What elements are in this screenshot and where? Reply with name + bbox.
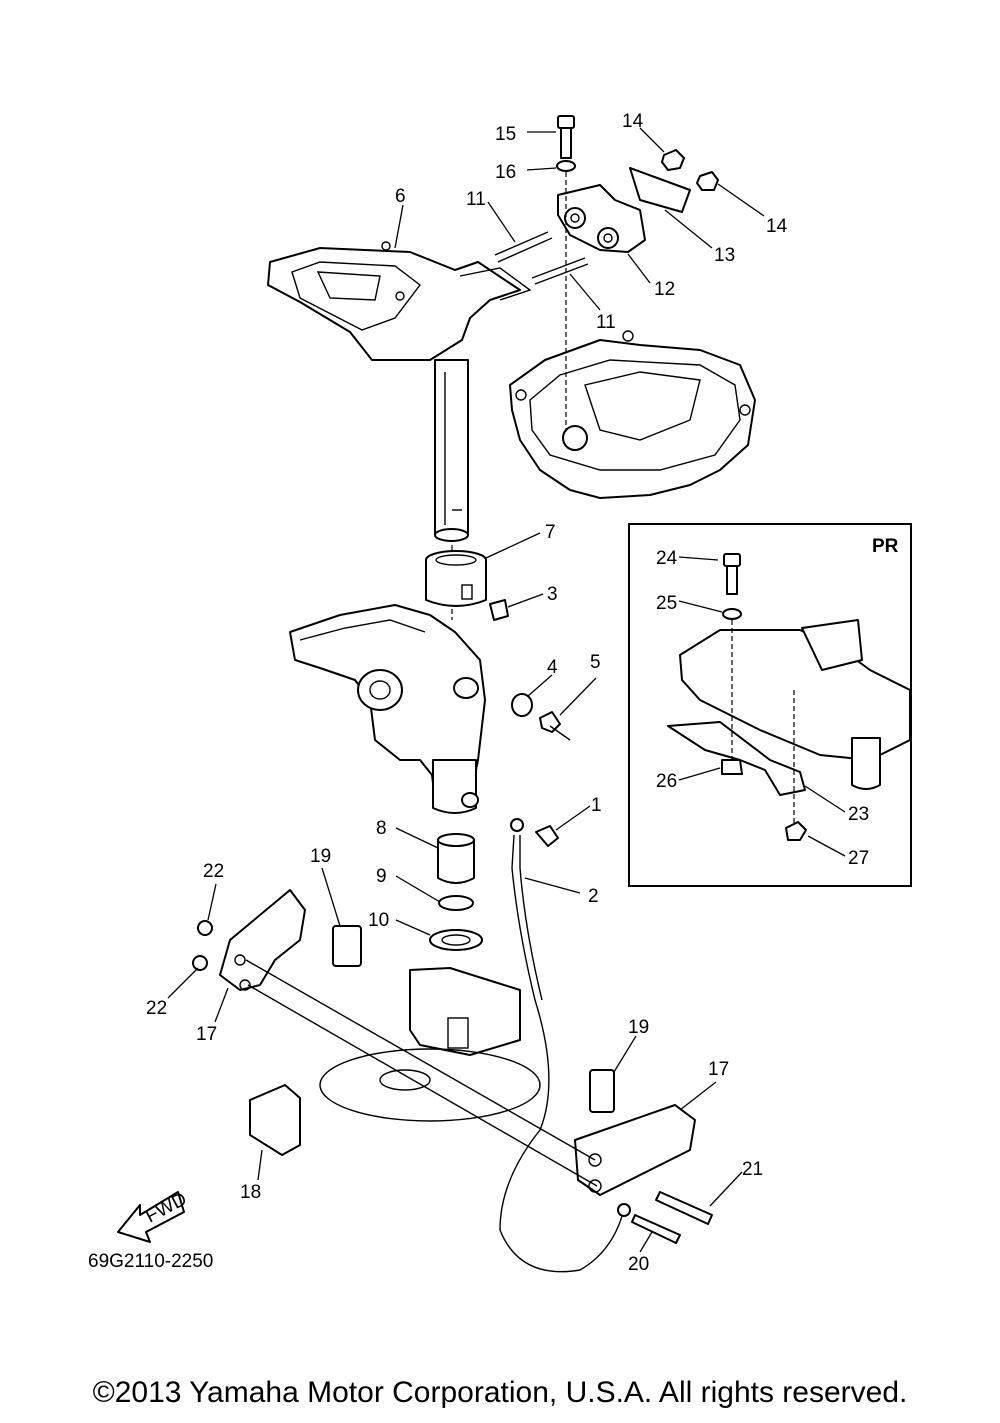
part-label: 14 [766,216,788,237]
lower-mount-assembly-part [192,889,713,1244]
part-label: 4 [547,657,558,678]
part-number-labels: 1 2 3 4 5 6 7 8 9 10 11 11 12 13 14 14 1… [146,111,869,1275]
part-label: 19 [628,1017,649,1038]
lower-bush-part [429,833,483,951]
part-label: 7 [545,522,556,543]
steering-bracket-part [267,241,532,542]
pr-inset-box: PR [628,523,912,887]
swivel-bracket-part [289,604,486,814]
ground-lead-part [499,818,631,1273]
part-label: 22 [146,998,167,1019]
part-label: 15 [495,124,516,145]
part-label: 20 [628,1254,649,1275]
part-label: 25 [656,593,677,614]
drawing-code: 69G2110-2250 [88,1251,213,1272]
part-label: 22 [203,861,224,882]
part-label: 8 [376,818,387,839]
bush-and-bolt-part [511,693,571,741]
part-label: 16 [495,162,516,183]
part-label: 6 [395,186,406,207]
part-label: 12 [654,279,675,300]
inset-title: PR [872,536,899,557]
part-label: 10 [368,910,389,931]
bushing-part [425,550,487,607]
part-label: 24 [656,548,678,569]
leader-lines [167,127,846,1253]
part-label: 18 [240,1182,261,1203]
engine-base-part [509,330,756,499]
part-label: 27 [848,848,869,869]
part-label: 21 [742,1159,763,1180]
forward-direction-arrow-icon: FWD [117,1189,190,1243]
part-label: 3 [547,584,558,605]
part-label: 26 [656,771,677,792]
stud-bolts-part [494,231,589,285]
plate-3-part [489,599,509,621]
part-label: 23 [848,804,869,825]
part-label: 1 [591,795,602,816]
part-label: 19 [310,846,331,867]
part-label: 14 [622,111,644,132]
part-label: 17 [708,1059,729,1080]
part-label: 11 [466,189,486,210]
part-label: 13 [714,245,735,266]
upper-mount-part [557,167,691,253]
part-label: 17 [196,1024,217,1045]
part-label: 2 [588,886,599,907]
copyright-notice: ©2013 Yamaha Motor Corporation, U.S.A. A… [92,1376,908,1409]
bolt-washer-nuts-part [556,115,719,191]
part-label: 11 [596,312,616,333]
part-label: 9 [376,866,387,887]
part-label: 5 [590,652,601,673]
